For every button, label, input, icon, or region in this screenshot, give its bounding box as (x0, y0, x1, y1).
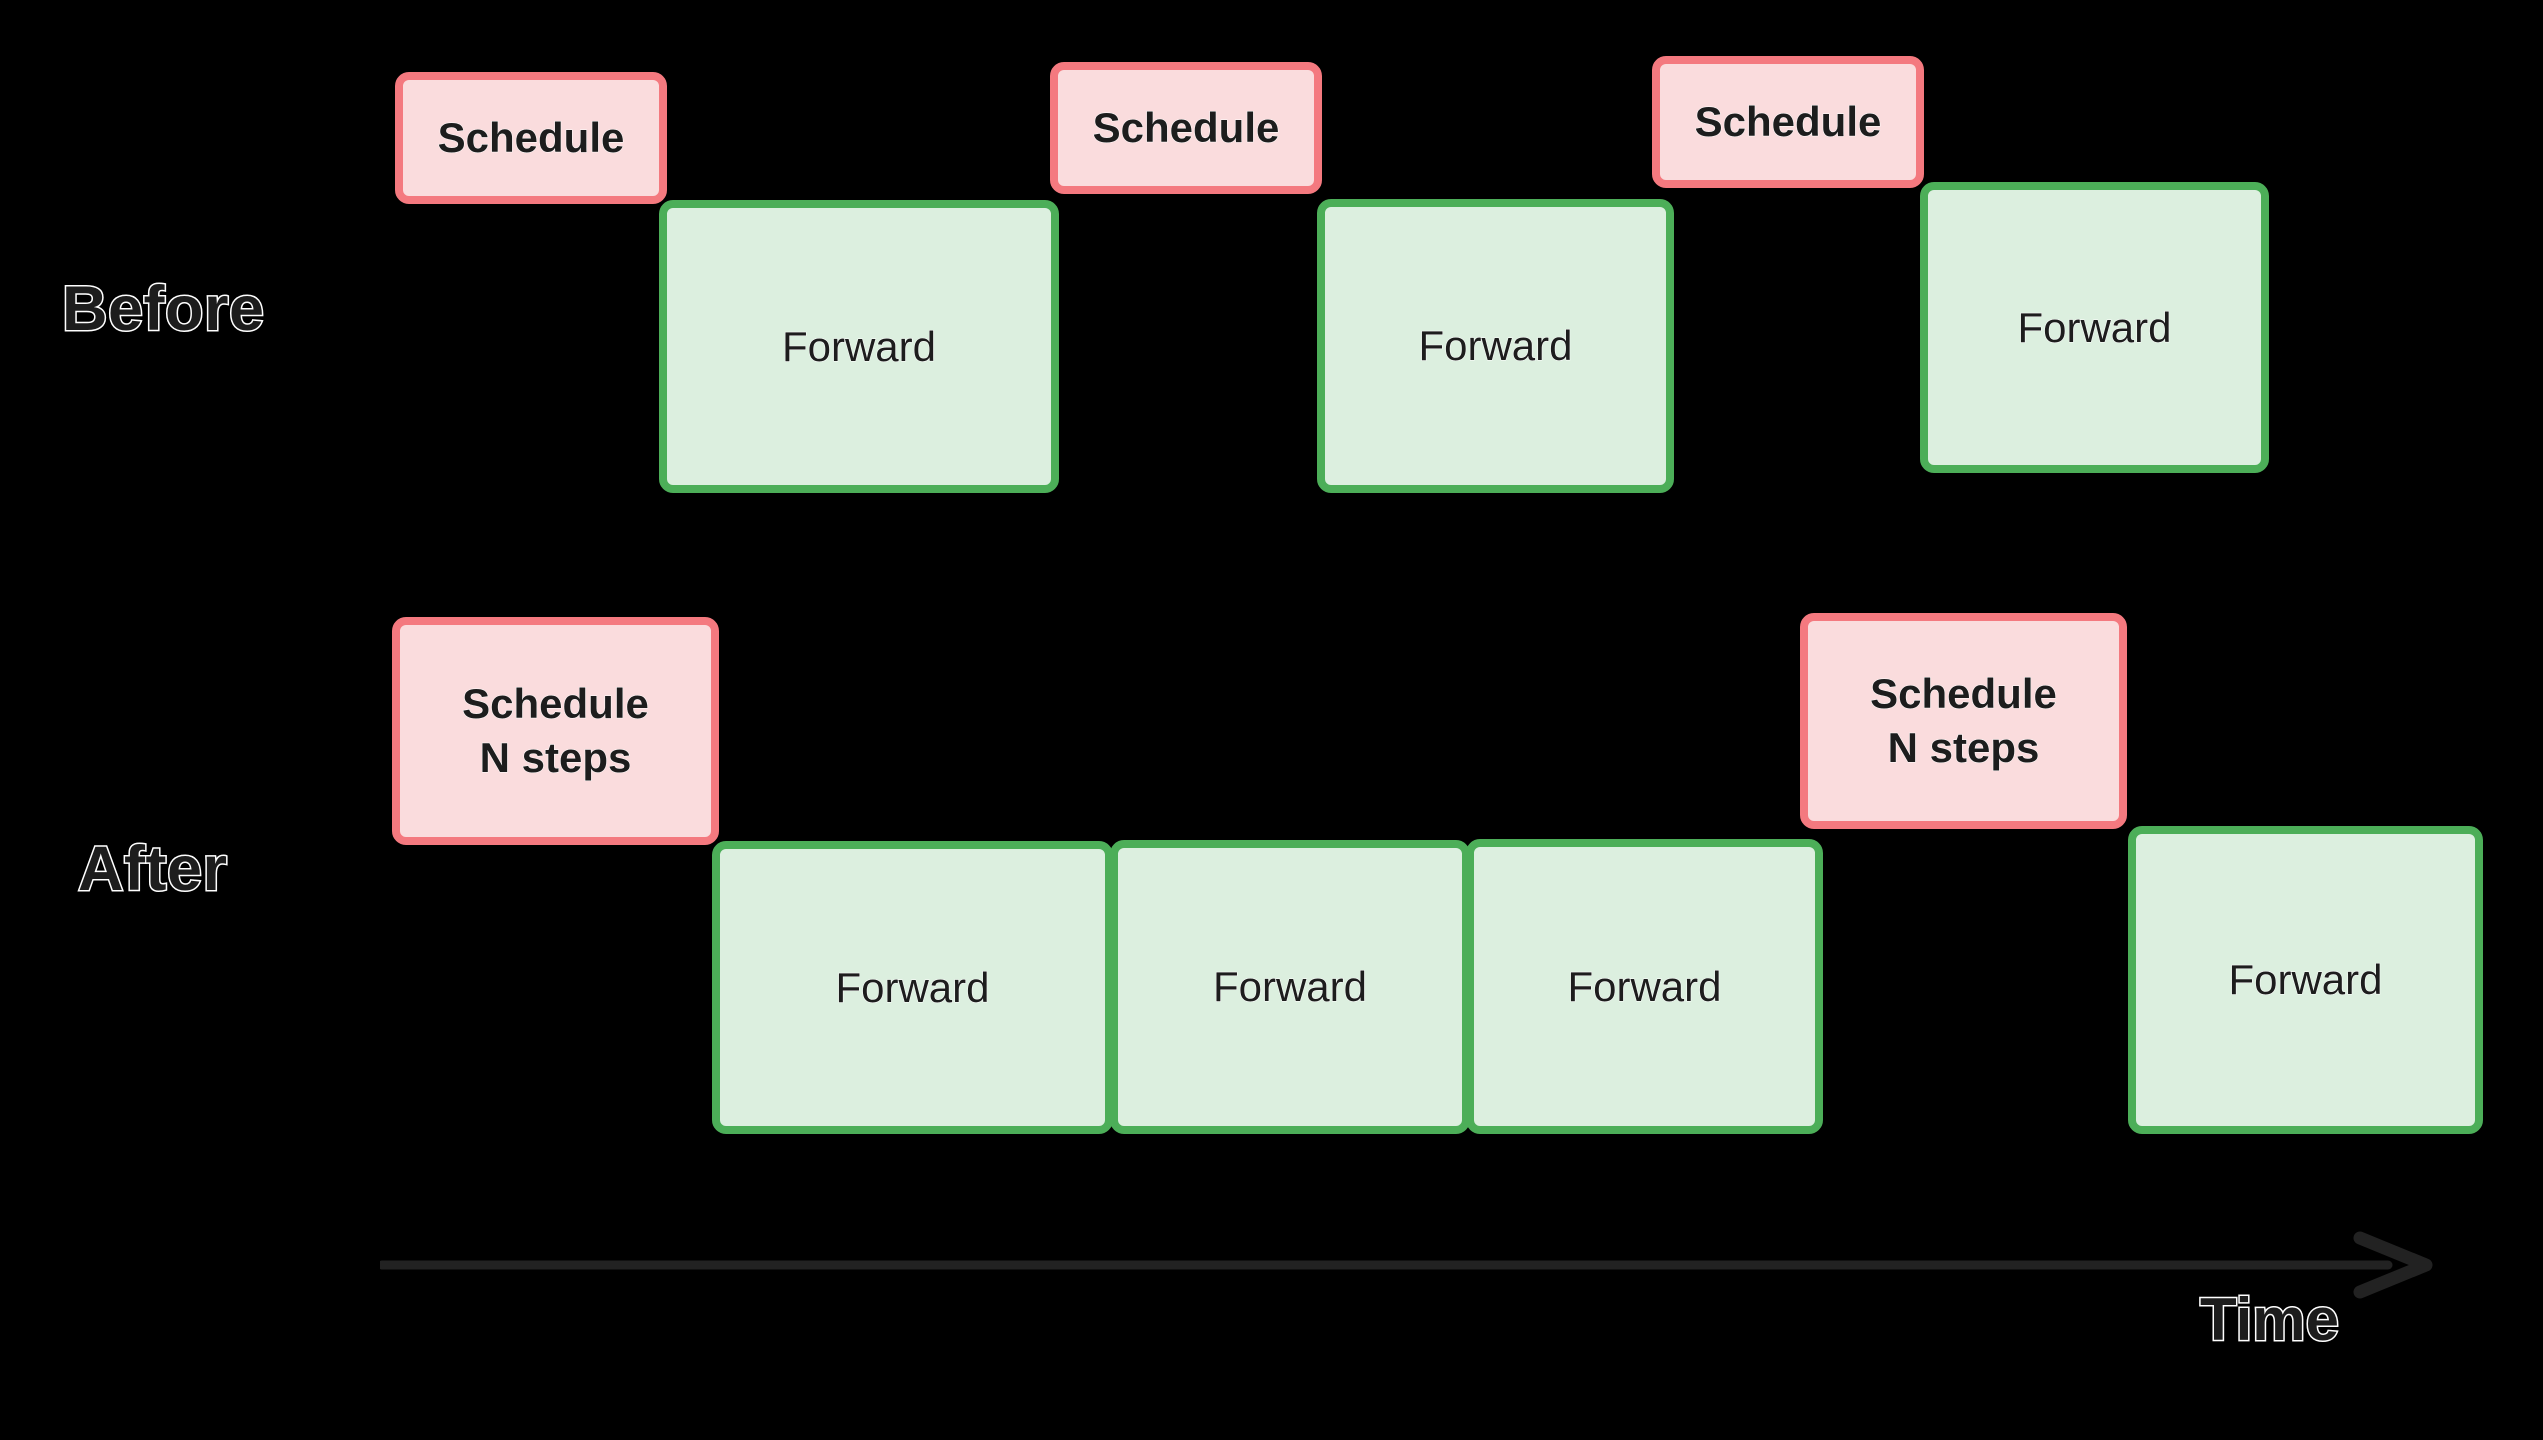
schedule-box-after-5: Schedule N steps (1800, 613, 2127, 829)
box-label: Forward (781, 322, 937, 370)
forward-box-before-6: Forward (1920, 182, 2269, 473)
forward-box-before-4: Forward (1317, 199, 1674, 493)
box-label: Forward (1418, 322, 1573, 370)
schedule-box-before-1: Schedule (395, 72, 667, 204)
row-label-after: After (77, 834, 229, 904)
row-label-before: Before (61, 274, 266, 344)
time-axis-label: Time (2199, 1286, 2341, 1353)
forward-box-after-4: Forward (1466, 839, 1823, 1134)
box-label: Schedule N steps (462, 680, 650, 782)
box-label: Forward (2017, 303, 2172, 351)
box-label: Forward (835, 963, 990, 1011)
time-axis-arrow (380, 1231, 2433, 1299)
schedule-box-before-5: Schedule (1652, 56, 1924, 188)
forward-box-before-2: Forward (659, 200, 1059, 493)
box-label: Forward (1212, 963, 1368, 1011)
box-label: Forward (1567, 962, 1722, 1010)
box-label: Schedule (1694, 98, 1882, 146)
box-label: Schedule (1092, 104, 1280, 152)
forward-box-after-3: Forward (1110, 840, 1470, 1134)
schedule-box-after-1: Schedule N steps (392, 617, 719, 845)
time-axis-arrowhead (2353, 1231, 2433, 1299)
forward-box-after-2: Forward (712, 841, 1113, 1134)
box-label: Forward (2228, 956, 2383, 1004)
box-label: Schedule N steps (1870, 670, 2058, 772)
schedule-box-before-3: Schedule (1050, 62, 1322, 194)
box-label: Schedule (437, 114, 625, 162)
forward-box-after-6: Forward (2128, 826, 2483, 1134)
